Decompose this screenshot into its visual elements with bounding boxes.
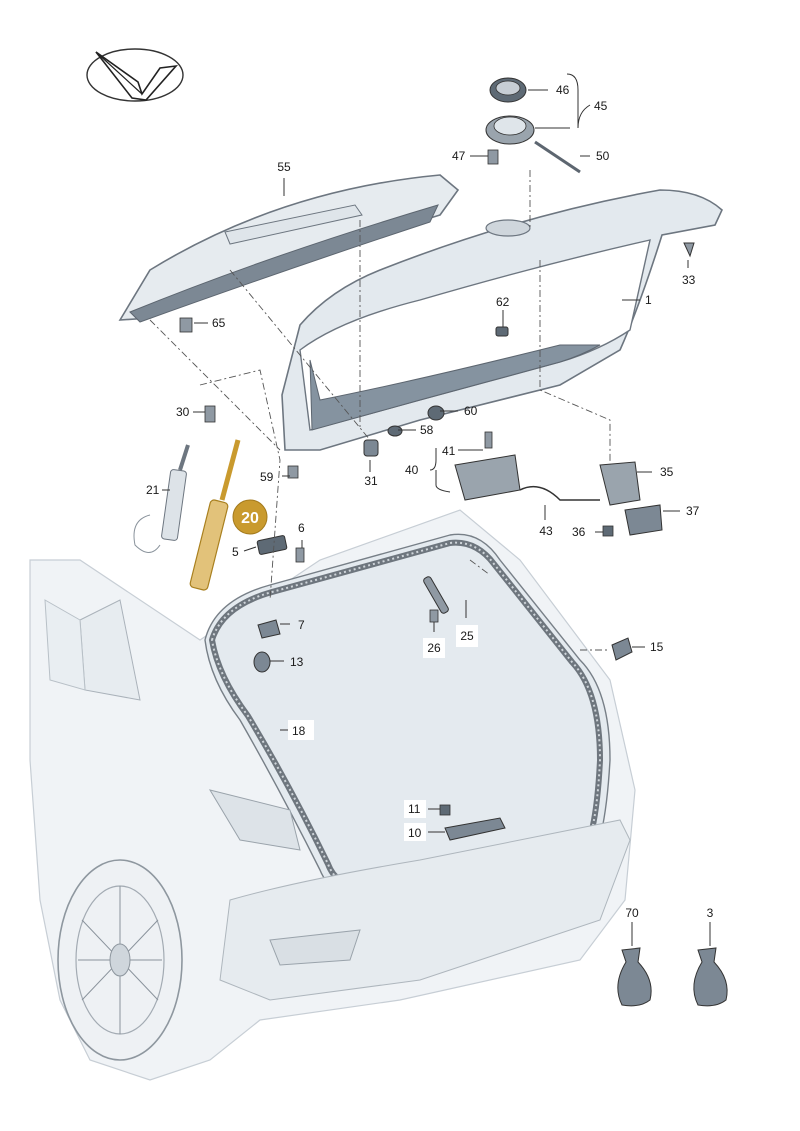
assembly-lines <box>149 170 611 651</box>
gas-strut-21 <box>133 444 190 553</box>
emblem-part <box>489 77 527 103</box>
label-5: 5 <box>232 545 239 559</box>
label-30: 30 <box>176 405 190 419</box>
lock-housing-part <box>485 115 535 145</box>
label-6: 6 <box>298 521 305 535</box>
label-50: 50 <box>596 149 610 163</box>
label-10: 10 <box>408 826 422 840</box>
label-59: 59 <box>260 470 274 484</box>
label-43: 43 <box>539 524 553 538</box>
label-31: 31 <box>364 474 378 488</box>
gas-strut-20 <box>189 439 241 591</box>
label-62: 62 <box>496 295 510 309</box>
label-7: 7 <box>298 618 305 632</box>
label-35: 35 <box>660 465 674 479</box>
label-11: 11 <box>408 802 421 816</box>
leader-lines <box>162 73 711 946</box>
bag-icon <box>693 947 728 1007</box>
label-25: 25 <box>460 629 474 643</box>
label-36: 36 <box>572 525 586 539</box>
car-body <box>29 509 636 1081</box>
screw-icon <box>487 149 499 165</box>
label-33: 33 <box>682 273 696 287</box>
bag-icon <box>617 947 652 1007</box>
label-21: 21 <box>146 483 160 497</box>
tailgate-part <box>281 189 723 451</box>
label-3: 3 <box>707 906 714 920</box>
label-58: 58 <box>420 423 434 437</box>
label-55: 55 <box>277 160 291 174</box>
logo-icon <box>86 48 184 102</box>
label-18: 18 <box>292 724 306 738</box>
label-1: 1 <box>645 293 652 307</box>
label-41: 41 <box>442 444 456 458</box>
label-70: 70 <box>625 906 639 920</box>
small-parts <box>179 242 695 841</box>
label-47: 47 <box>452 149 466 163</box>
highlight-badge-label: 20 <box>241 510 259 527</box>
label-40: 40 <box>405 463 419 477</box>
label-15: 15 <box>650 640 664 654</box>
label-65: 65 <box>212 316 226 330</box>
spoiler-part <box>118 174 460 323</box>
label-26: 26 <box>427 641 441 655</box>
label-46: 46 <box>556 83 570 97</box>
highlight-badge: 20 <box>232 499 268 535</box>
label-13: 13 <box>290 655 304 669</box>
label-45: 45 <box>594 99 608 113</box>
part-labels: 55 46 45 47 50 65 33 1 62 60 58 30 41 40… <box>146 83 714 920</box>
label-60: 60 <box>464 404 478 418</box>
label-37: 37 <box>686 504 700 518</box>
